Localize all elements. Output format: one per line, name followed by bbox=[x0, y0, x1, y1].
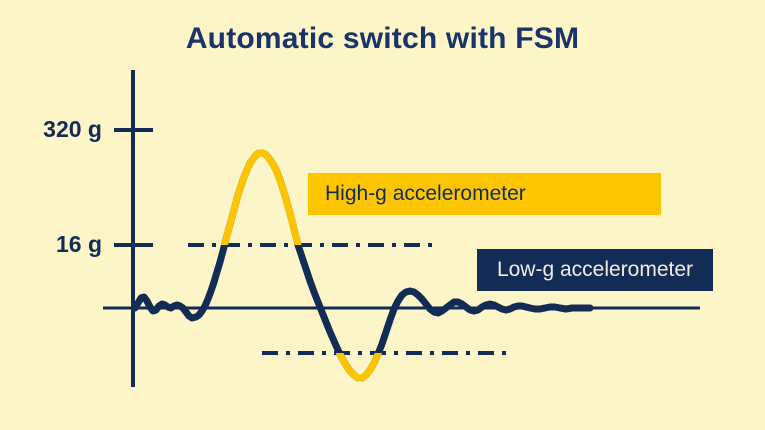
low-g-accelerometer-label-text: Low-g accelerometer bbox=[496, 258, 694, 281]
y-tick-label-16g: 16 g bbox=[55, 231, 102, 257]
page-title: Automatic switch with FSM bbox=[185, 22, 580, 55]
waveform-lowg-curve bbox=[131, 149, 594, 382]
low-g-accelerometer-label: Low-g accelerometer bbox=[477, 249, 713, 291]
high-g-accelerometer-label-text: High-g accelerometer bbox=[325, 182, 526, 205]
y-tick-label-320g: 320 g bbox=[43, 116, 102, 142]
high-g-accelerometer-label: High-g accelerometer bbox=[308, 173, 661, 215]
